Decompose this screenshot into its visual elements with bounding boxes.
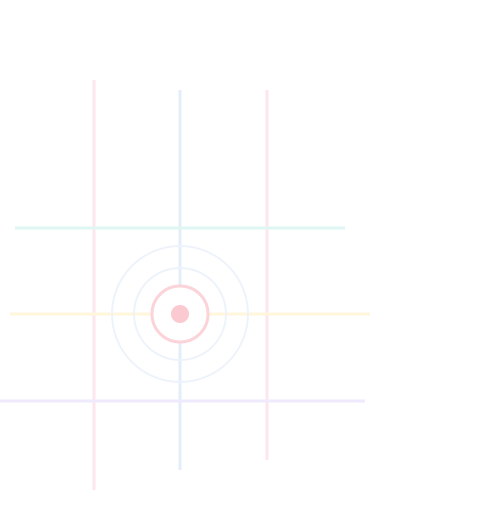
target-icon xyxy=(111,245,249,383)
target-dot xyxy=(171,305,189,323)
target-halo-outer xyxy=(111,245,249,383)
target-halo-inner xyxy=(133,267,227,361)
